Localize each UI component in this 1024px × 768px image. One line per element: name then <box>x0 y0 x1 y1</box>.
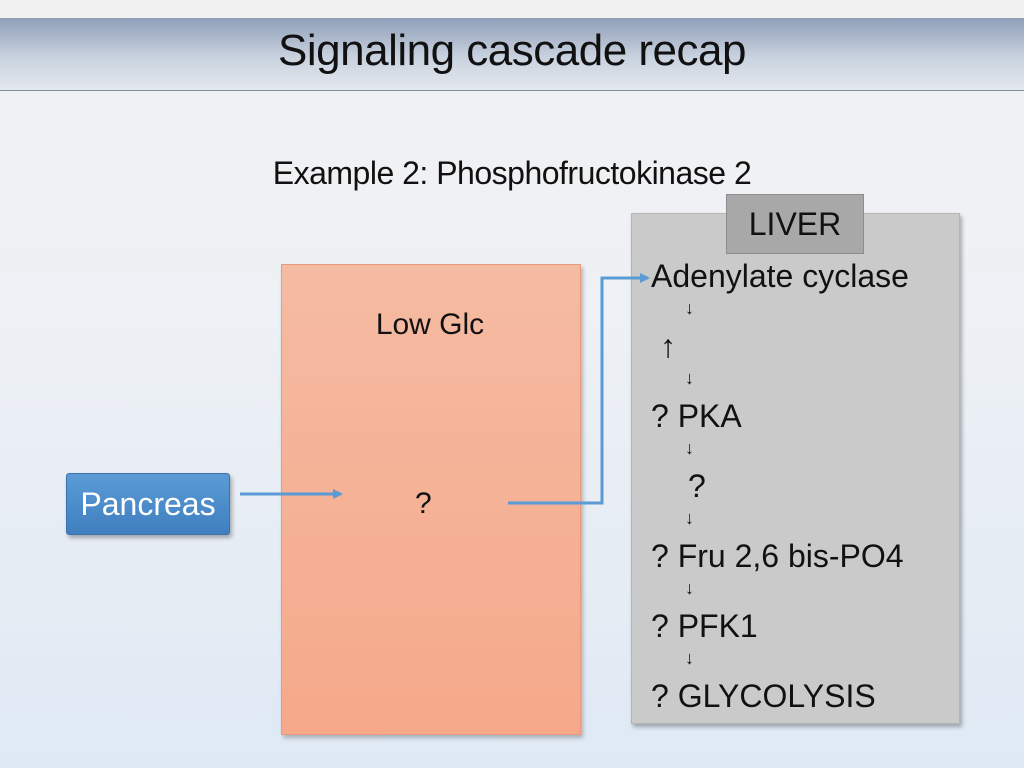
low-glc-unknown: ? <box>415 487 432 520</box>
step-adenylate-cyclase: Adenylate cyclase <box>651 258 909 294</box>
step-pka: ? PKA <box>651 398 742 434</box>
down-arrow-icon: ↓ <box>685 298 694 318</box>
down-arrow-icon: ↓ <box>685 648 694 668</box>
low-glc-to-adenylate-arrow <box>508 273 650 505</box>
low-glc-box <box>281 264 581 735</box>
down-arrow-icon: ↓ <box>685 368 694 388</box>
down-arrow-icon: ↓ <box>685 508 694 528</box>
pancreas-node[interactable]: Pancreas <box>66 473 230 535</box>
liver-tag: LIVER <box>726 194 864 254</box>
down-arrow-icon: ↓ <box>685 438 694 458</box>
step-unknown: ? <box>688 468 706 504</box>
step-fru-26-bisphosphate: ? Fru 2,6 bis-PO4 <box>651 538 904 574</box>
title-bar <box>0 18 1024 91</box>
liver-box <box>631 213 960 724</box>
step-glycolysis: ? GLYCOLYSIS <box>651 678 876 714</box>
down-arrow-icon: ↓ <box>685 578 694 598</box>
step-up-arrow: ↑ <box>660 328 676 364</box>
low-glc-label: Low Glc <box>375 308 485 341</box>
step-pfk1: ? PFK1 <box>651 608 758 644</box>
slide-subtitle: Example 2: Phosphofructokinase 2 <box>272 155 752 191</box>
slide-title: Signaling cascade recap <box>278 26 746 75</box>
